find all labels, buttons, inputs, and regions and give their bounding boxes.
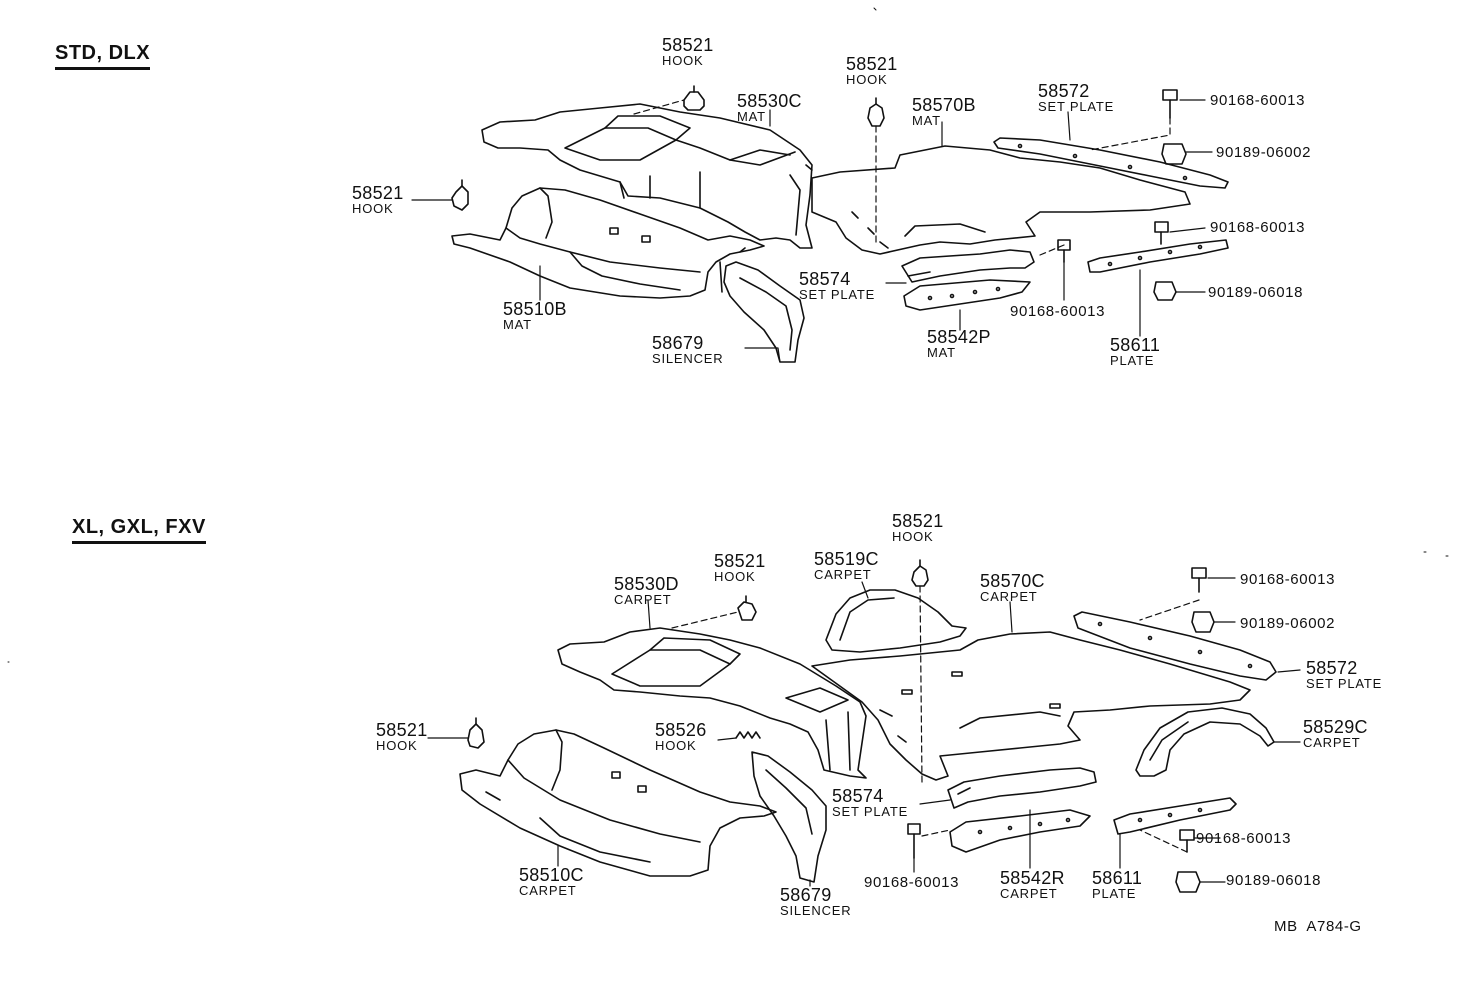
- label-90168-60013-b3: 90168-60013: [864, 874, 960, 891]
- setplate-58574-bottom-shape: [947, 767, 1097, 809]
- plate-58611-top-shape: [1087, 239, 1229, 273]
- label-58572-setplate-a: 58572 SET PLATE: [1038, 81, 1115, 114]
- label-90168-60013-b2: 90168-60013: [1196, 830, 1292, 847]
- scan-specks: [7, 7, 1449, 663]
- label-90168-60013-b1: 90168-60013: [1240, 571, 1336, 588]
- mat-58542p-shape: [903, 279, 1031, 311]
- label-58611-plate-a: 58611 PLATE: [1110, 335, 1161, 368]
- label-58570c-carpet: 58570C CARPET: [980, 571, 1045, 604]
- leaders-top: [411, 99, 1213, 363]
- label-90168-60013-a3: 90168-60013: [1010, 303, 1106, 320]
- label-58510b-mat: 58510B MAT: [503, 299, 567, 332]
- carpet-58519c-shape: [825, 589, 967, 653]
- setplate-58572-top-shape: [993, 137, 1229, 189]
- label-90189-06002-a1: 90189-06002: [1216, 144, 1312, 161]
- plate-58611-bottom-shape: [1113, 797, 1237, 835]
- carpet-58570c-shape: [811, 631, 1251, 781]
- label-58679-silencer-a: 58679 SILENCER: [652, 333, 724, 366]
- label-58530d-carpet: 58530D CARPET: [614, 574, 679, 607]
- silencer-58679-bottom-shape: [751, 751, 827, 883]
- label-58521-hook-a: 58521 HOOK: [662, 35, 714, 68]
- mat-58570b-shape: [811, 145, 1191, 255]
- label-58519c-carpet: 58519C CARPET: [814, 549, 879, 582]
- silencer-58679-top-shape: [723, 261, 805, 363]
- label-58521-hook-b: 58521 HOOK: [846, 54, 898, 87]
- label-58530c-mat: 58530C MAT: [737, 91, 802, 124]
- fasteners-bottom-shapes: [467, 559, 1215, 893]
- fasteners-top-shapes: [451, 85, 1187, 301]
- carpet-58530d-shape: [557, 627, 867, 779]
- label-58521-hook-d: 58521 HOOK: [892, 511, 944, 544]
- label-58542p-mat: 58542P MAT: [927, 327, 991, 360]
- label-90189-06018-a2: 90189-06018: [1208, 284, 1304, 301]
- label-58510c-carpet: 58510C CARPET: [519, 865, 584, 898]
- label-58611-plate-b: 58611 PLATE: [1092, 868, 1143, 901]
- label-58521-hook-c: 58521 HOOK: [352, 183, 404, 216]
- label-58529c-carpet: 58529C CARPET: [1303, 717, 1368, 750]
- figure-code: MB A784-G: [1274, 918, 1362, 935]
- label-58574-setplate-b: 58574 SET PLATE: [832, 786, 909, 819]
- label-58521-hook-e: 58521 HOOK: [714, 551, 766, 584]
- label-90168-60013-a1: 90168-60013: [1210, 92, 1306, 109]
- mat-58510b-shape: [451, 187, 765, 299]
- label-58521-hook-f: 58521 HOOK: [376, 720, 428, 753]
- label-58526-hook: 58526 HOOK: [655, 720, 707, 753]
- label-90168-60013-a2: 90168-60013: [1210, 219, 1306, 236]
- leaders-bottom: [427, 577, 1301, 887]
- section-title-xl-gxl-fxv: XL, GXL, FXV: [72, 516, 206, 544]
- carpet-58542r-shape: [949, 809, 1091, 853]
- setplate-58574-top-shape: [901, 249, 1035, 283]
- setplate-58572-bottom-shape: [1073, 611, 1277, 681]
- carpet-58510c-shape: [459, 729, 777, 877]
- label-90189-06018-b2: 90189-06018: [1226, 872, 1322, 889]
- section-title-std-dlx: STD, DLX: [55, 42, 151, 70]
- label-58574-setplate-a: 58574 SET PLATE: [799, 269, 876, 302]
- carpet-58529c-shape: [1135, 707, 1275, 777]
- label-90189-06002-b1: 90189-06002: [1240, 615, 1336, 632]
- label-58572-setplate-b: 58572 SET PLATE: [1306, 658, 1383, 691]
- mat-58530c-shape: [481, 103, 813, 249]
- label-58570b-mat: 58570B MAT: [912, 95, 976, 128]
- label-58679-silencer-b: 58679 SILENCER: [780, 885, 852, 918]
- label-58542r-carpet: 58542R CARPET: [1000, 868, 1065, 901]
